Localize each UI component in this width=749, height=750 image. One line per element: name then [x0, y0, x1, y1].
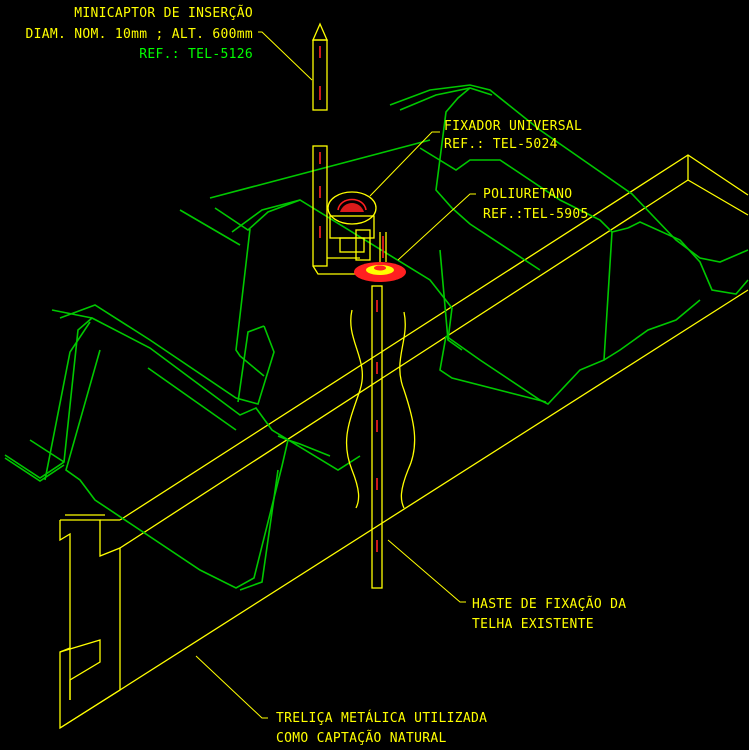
- trelica-line2: COMO CAPTAÇÃO NATURAL: [276, 730, 447, 746]
- minicaptor-ref: REF.: TEL-5126: [139, 47, 253, 62]
- label-minicaptor: MINICAPTOR DE INSERÇÃO DIAM. NOM. 10mm ;…: [25, 5, 253, 62]
- label-fixador: FIXADOR UNIVERSAL REF.: TEL-5024: [444, 119, 582, 152]
- fixador-title: FIXADOR UNIVERSAL: [444, 119, 582, 134]
- label-poliuretano: POLIURETANO REF.:TEL-5905: [483, 187, 589, 222]
- steel-truss: [59, 154, 749, 730]
- poliuretano-ref: REF.:TEL-5905: [483, 207, 589, 222]
- leader-lines: [195, 31, 476, 719]
- trelica-line1: TRELIÇA METÁLICA UTILIZADA: [276, 710, 487, 726]
- minicaptor-rod: [312, 22, 360, 275]
- universal-clamp: [327, 191, 387, 262]
- minicaptor-spec: DIAM. NOM. 10mm ; ALT. 600mm: [25, 27, 253, 42]
- polyurethane-washer: [354, 262, 406, 282]
- haste-line2: TELHA EXISTENTE: [472, 617, 594, 632]
- minicaptor-title: MINICAPTOR DE INSERÇÃO: [74, 5, 253, 21]
- poliuretano-title: POLIURETANO: [483, 187, 572, 202]
- fixing-rod-assembly: [345, 285, 416, 589]
- fixador-ref: REF.: TEL-5024: [444, 137, 558, 152]
- label-trelica: TRELIÇA METÁLICA UTILIZADA COMO CAPTAÇÃO…: [276, 710, 487, 746]
- haste-line1: HASTE DE FIXAÇÃO DA: [472, 596, 626, 612]
- label-haste: HASTE DE FIXAÇÃO DA TELHA EXISTENTE: [472, 596, 626, 632]
- roof-tile: [4, 84, 749, 591]
